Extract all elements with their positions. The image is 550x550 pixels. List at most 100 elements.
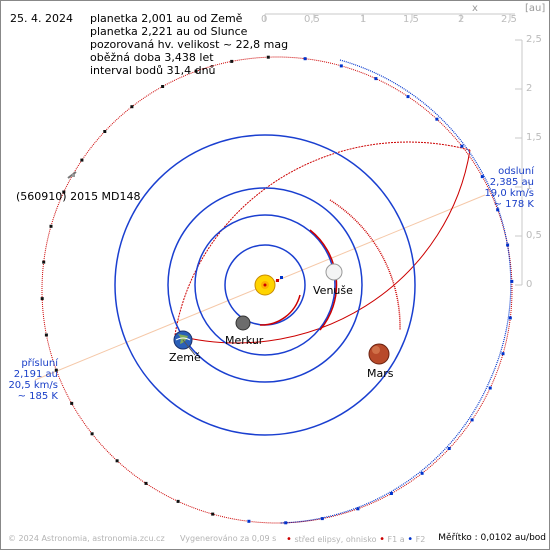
orbit-point	[161, 85, 165, 88]
legend-center-marker: •	[286, 534, 292, 545]
orbit-point	[420, 471, 424, 475]
mars-label: Mars	[367, 367, 394, 380]
orbit-point	[130, 105, 134, 109]
orbit-point	[374, 77, 378, 81]
legend-f2-marker: •	[407, 534, 414, 545]
orbit-point	[510, 279, 514, 283]
aphelion-distance: 2,385 au	[489, 177, 534, 188]
orbit-point	[508, 316, 512, 320]
axes	[264, 13, 523, 286]
orbit-point	[49, 224, 53, 228]
legend-f2-label: F2	[415, 535, 426, 544]
asteroid-marker	[67, 171, 77, 179]
aphelion-speed: 19,0 km/s	[484, 188, 534, 199]
mercury-planet	[235, 315, 251, 331]
venus-label: Venuše	[313, 284, 353, 297]
orbit-point	[488, 386, 492, 390]
focus-marker	[280, 276, 283, 279]
orbit-point	[501, 352, 505, 356]
y-tick-05: 0,5	[526, 230, 542, 241]
magnitude: pozorovaná hv. velikost ~ 22,8 mag	[90, 38, 289, 51]
venus-planet	[325, 263, 343, 281]
orbit-point	[211, 512, 215, 516]
orbit-point	[70, 401, 74, 405]
y-tick-0: 0	[526, 279, 533, 290]
orbit-point	[506, 243, 510, 247]
perihelion-info: přísluní 2,191 au 20,5 km/s ~ 185 K	[6, 358, 58, 402]
earth-pointer	[182, 339, 196, 356]
aphelion-temp: ~ 178 K	[493, 199, 534, 210]
orbit-point	[266, 55, 270, 59]
mars-planet	[368, 343, 390, 365]
orbit-point	[62, 190, 66, 194]
orbit-point	[230, 59, 234, 63]
orbit-point	[115, 459, 119, 463]
legend-f1-marker: •	[379, 534, 385, 545]
orbit-point	[144, 481, 148, 485]
orbit-point	[44, 333, 48, 337]
orbit-point	[460, 144, 464, 148]
mars-orbit	[114, 134, 416, 436]
orbit-point	[247, 519, 251, 523]
orbit-point	[435, 117, 439, 121]
y-tick-2: 2	[526, 83, 533, 94]
interval: interval bodů 31,4 dnů	[90, 64, 216, 77]
perihelion-distance: 2,191 au	[13, 369, 58, 380]
orbit-point	[470, 418, 474, 422]
orbit-point	[320, 517, 324, 521]
period: oběžná doba 3,438 let	[90, 51, 214, 64]
orbit-point	[496, 208, 500, 212]
orbit-point	[406, 95, 410, 99]
scale-label: Měřítko : 0,0102 au/bod	[438, 533, 546, 543]
earth-label: Země	[169, 351, 201, 364]
sun	[254, 274, 276, 296]
asteroid-orbit-near-2	[174, 149, 471, 344]
mercury-label: Merkur	[225, 334, 264, 347]
x-tick-0: 0	[261, 14, 268, 25]
x-tick-2: 2	[458, 14, 465, 25]
orbit-point	[303, 57, 307, 61]
date-label: 25. 4. 2024	[10, 12, 73, 25]
x-tick-25: 2,5	[501, 14, 517, 25]
generated-time: Vygenerováno za 0,09 s	[180, 534, 277, 543]
orbit-point	[389, 492, 393, 495]
y-tick-15: 1,5	[526, 132, 542, 143]
venus-orbit	[194, 214, 336, 356]
orbit-point	[447, 447, 451, 450]
earth-orbit	[167, 187, 363, 383]
perihelion-temp: ~ 185 K	[17, 391, 58, 402]
perihelion-title: přísluní	[21, 358, 58, 369]
orbit-point	[176, 499, 180, 503]
orbit-points	[40, 55, 514, 525]
orbit-point	[284, 521, 288, 525]
orbit-point	[40, 297, 44, 301]
legend: • střed elipsy, ohnisko • F1 a • F2	[286, 534, 425, 545]
orbit-point	[54, 368, 58, 372]
orbit-point	[480, 175, 484, 179]
orbit-point	[80, 158, 84, 162]
asteroid-orbit	[41, 56, 513, 524]
mercury-orbit-red	[259, 294, 301, 326]
aphelion-title: odsluní	[498, 166, 534, 177]
orbit-point	[90, 432, 94, 436]
aphelion-info: odsluní 2,385 au 19,0 km/s ~ 178 K	[476, 166, 534, 210]
orbit-point	[194, 69, 198, 73]
x-tick-15: 1,5	[403, 14, 419, 25]
perihelion-speed: 20,5 km/s	[8, 380, 58, 391]
x-tick-05: 0,5	[304, 14, 320, 25]
y-tick-25: 2,5	[526, 34, 542, 45]
orbit-point	[339, 64, 343, 68]
distance-earth: planetka 2,001 au od Země	[90, 12, 243, 25]
orbit-point	[103, 130, 107, 133]
asteroid-orbit-near	[174, 141, 471, 336]
distance-sun: planetka 2,221 au od Slunce	[90, 25, 248, 38]
info-panel: planetka 2,001 au od Země planetka 2,221…	[90, 12, 288, 77]
legend-f1-label: F1 a	[387, 535, 405, 544]
ellipse-center-marker	[276, 279, 279, 282]
unit-label: [au]	[525, 3, 546, 14]
mars-orbit-red	[329, 199, 401, 331]
orbit-point	[356, 507, 360, 511]
copyright-link[interactable]: © 2024 Astronomia, astronomia.zcu.cz	[8, 534, 165, 543]
